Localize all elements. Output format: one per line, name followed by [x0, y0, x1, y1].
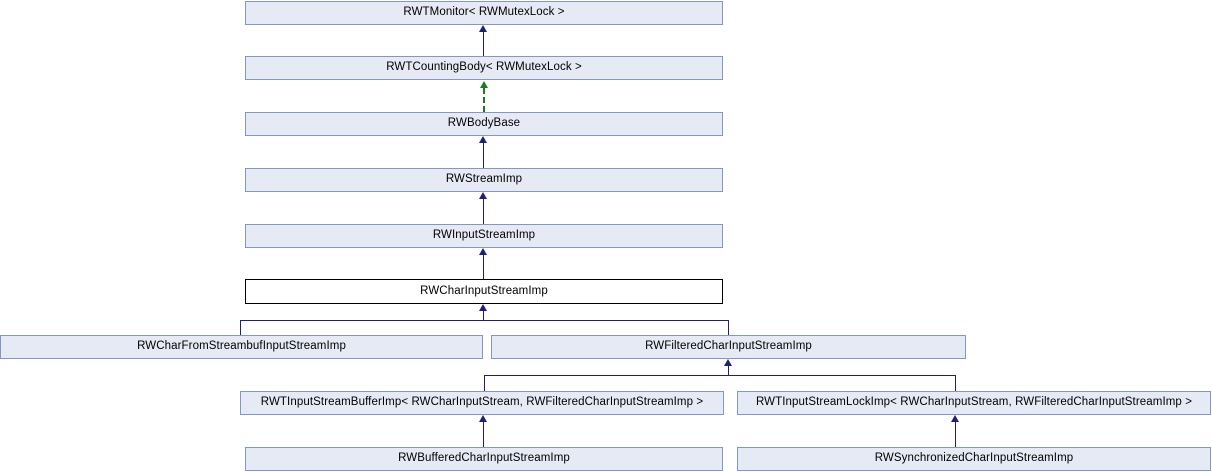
edge-bus-rwfilteredchar-children: [484, 375, 956, 376]
class-node-rwsynchronizedcharinputstreamimp[interactable]: RWSynchronizedCharInputStreamImp: [737, 447, 1211, 471]
class-node-rwcharfromstreambufinputstreamimp[interactable]: RWCharFromStreambufInputStreamImp: [0, 335, 483, 359]
class-node-rwbufferedcharinputstreamimp[interactable]: RWBufferedCharInputStreamImp: [245, 447, 723, 471]
arrowhead-icon-rwtinputstreambufferimp: [479, 415, 487, 422]
edge-line-rwtcountingbody-to-rwtmonitor: [483, 32, 484, 56]
edge-line-rwinputstreamimp-to-rwstreamimp: [483, 199, 484, 224]
edge-drop-to-rwcharfromstreambuf: [240, 320, 241, 335]
class-node-rwcharinputstreamimp-current[interactable]: RWCharInputStreamImp: [245, 279, 723, 304]
arrowhead-icon-rwtinputstreamlockimp: [951, 415, 959, 422]
class-node-rwfilteredcharinputstreamimp[interactable]: RWFilteredCharInputStreamImp: [491, 335, 966, 359]
class-node-rwbodybase[interactable]: RWBodyBase: [245, 112, 723, 136]
arrowhead-icon-rwbodybase: [479, 136, 487, 143]
edge-line-rwcharinputstreamimp-to-rwinputstreamimp: [483, 255, 484, 279]
arrowhead-icon-rwtmonitor: [479, 25, 487, 32]
class-node-rwtinputstreambufferimp[interactable]: RWTInputStreamBufferImp< RWCharInputStre…: [240, 391, 724, 415]
arrowhead-icon-rwtcountingbody: [480, 81, 488, 88]
edge-line-rwsynchronizedchar-to-rwtinputstreamlockimp: [955, 422, 956, 447]
class-node-rwinputstreamimp[interactable]: RWInputStreamImp: [245, 224, 723, 248]
edge-line-rwbodybase-to-rwtcountingbody: [483, 88, 485, 112]
edge-stem-to-rwcharinputstreamimp: [483, 311, 484, 320]
edge-bus-rwcharinputstreamimp-children: [240, 320, 729, 321]
arrowhead-icon-rwcharinputstreamimp: [479, 304, 487, 311]
edge-line-rwbufferedchar-to-rwtinputstreambufferimp: [483, 422, 484, 447]
edge-line-rwstreamimp-to-rwbodybase: [483, 143, 484, 168]
edge-drop-to-rwfilteredchar: [728, 320, 729, 335]
edge-drop-to-rwtinputstreamlockimp: [955, 375, 956, 391]
edge-stem-to-rwfilteredchar: [728, 366, 729, 375]
edge-drop-to-rwtinputstreambufferimp: [484, 375, 485, 391]
class-node-rwtcountingbody[interactable]: RWTCountingBody< RWMutexLock >: [245, 56, 723, 80]
class-node-rwtmonitor[interactable]: RWTMonitor< RWMutexLock >: [245, 1, 723, 25]
class-node-rwstreamimp[interactable]: RWStreamImp: [245, 168, 723, 192]
arrowhead-icon-rwstreamimp: [479, 192, 487, 199]
arrowhead-icon-rwfilteredchar: [724, 359, 732, 366]
class-node-rwtinputstreamlockimp[interactable]: RWTInputStreamLockImp< RWCharInputStream…: [737, 391, 1211, 415]
arrowhead-icon-rwinputstreamimp: [479, 248, 487, 255]
